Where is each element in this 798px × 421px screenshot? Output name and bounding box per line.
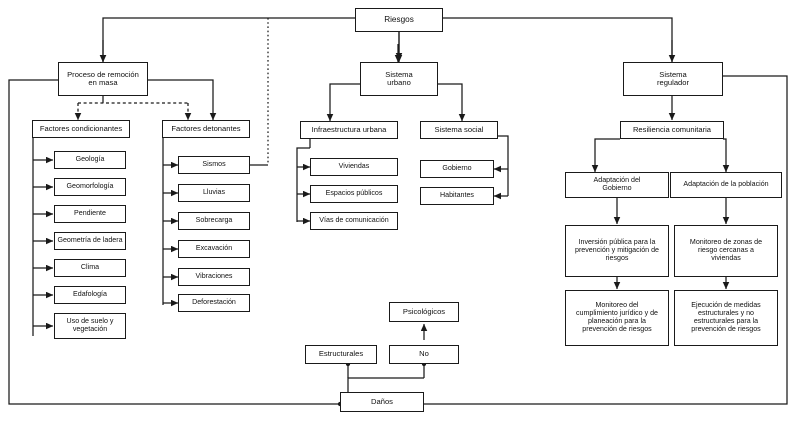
node-sistema-social-label: Sistema social [434,124,484,134]
node-condicionante-7-label: Uso de suelo y vegetación [66,317,114,333]
node-adaptacion-gobierno[interactable]: Adaptación del Gobierno [565,172,669,198]
node-ejecucion-medidas[interactable]: Ejecución de medidas estructurales y no … [674,290,778,346]
node-estructurales[interactable]: Estructurales [305,345,377,364]
node-proceso-remocion-en-masa[interactable]: Proceso de remoción en masa [58,62,148,96]
node-detonante-3-label: Sobrecarga [195,216,233,225]
node-detonante-4[interactable]: Excavación [178,240,250,258]
node-resiliencia-label: Resiliencia comunitaria [632,124,712,134]
node-condicionante-2-label: Geomorfología [66,182,114,191]
node-social-item-1-label: Gobierno [442,164,472,173]
node-infraestructura-urbana[interactable]: Infraestructura urbana [300,121,398,139]
node-psicologicos-label: Psicológicos [402,306,446,316]
node-detonante-1[interactable]: Sismos [178,156,250,174]
node-detonante-5-label: Vibraciones [195,272,233,281]
node-detonante-6-label: Deforestación [192,298,236,307]
node-infraestructura-item-2-label: Espacios públicos [325,189,383,198]
node-condicionante-6-label: Edafología [73,290,107,299]
node-condicionante-5-label: Clima [80,263,100,272]
node-monitoreo-cumplimiento-label: Monitoreo del cumplimiento jurídico y de… [575,301,658,333]
node-factores-detonantes-label: Factores detonantes [171,123,241,133]
node-condicionante-7[interactable]: Uso de suelo y vegetación [54,313,126,339]
node-social-item-1[interactable]: Gobierno [420,160,494,178]
node-condicionante-3[interactable]: Pendiente [54,205,126,223]
node-condicionante-5[interactable]: Clima [54,259,126,277]
node-infraestructura-urbana-label: Infraestructura urbana [311,124,387,134]
node-detonante-3[interactable]: Sobrecarga [178,212,250,230]
node-factores-condicionantes[interactable]: Factores condicionantes [32,120,130,138]
node-sistema-social[interactable]: Sistema social [420,121,498,139]
node-adaptacion-poblacion[interactable]: Adaptación de la población [670,172,782,198]
node-condicionante-1[interactable]: Geología [54,151,126,169]
node-condicionante-4-label: Geometría de ladera [57,236,123,245]
node-monitoreo-cumplimiento[interactable]: Monitoreo del cumplimiento jurídico y de… [565,290,669,346]
node-ejecucion-medidas-label: Ejecución de medidas estructurales y no … [691,301,761,333]
node-riesgos-label: Riesgos [384,15,414,25]
node-detonante-2-label: Lluvias [202,188,226,197]
node-psicologicos[interactable]: Psicológicos [389,302,459,322]
node-social-item-2[interactable]: Habitantes [420,187,494,205]
node-no-label: No [419,349,429,359]
node-resiliencia-comunitaria[interactable]: Resiliencia comunitaria [620,121,724,139]
node-condicionante-3-label: Pendiente [74,209,106,218]
node-condicionante-1-label: Geología [75,155,105,164]
node-sistema-urbano[interactable]: Sistema urbano [360,62,438,96]
node-detonante-4-label: Excavación [195,244,233,253]
node-detonante-5[interactable]: Vibraciones [178,268,250,286]
node-sistema-urbano-label: Sistema urbano [385,69,413,87]
node-danos-label: Daños [371,396,393,406]
node-infraestructura-item-1[interactable]: Viviendas [310,158,398,176]
node-detonante-2[interactable]: Lluvias [178,184,250,202]
node-sistema-regulador-label: Sistema regulador [656,69,690,87]
node-condicionante-6[interactable]: Edafología [54,286,126,304]
node-condicionante-2[interactable]: Geomorfología [54,178,126,196]
node-no[interactable]: No [389,345,459,364]
node-infraestructura-item-3[interactable]: Vías de comunicación [310,212,398,230]
node-danos[interactable]: Daños [340,392,424,412]
node-factores-detonantes[interactable]: Factores detonantes [162,120,250,138]
node-detonante-1-label: Sismos [202,160,226,169]
node-estructurales-label: Estructurales [318,349,364,359]
node-adaptacion-poblacion-label: Adaptación de la población [683,180,769,189]
node-infraestructura-item-3-label: Vías de comunicación [319,216,389,225]
node-inversion-publica-label: Inversión pública para la prevención y m… [575,238,659,262]
node-proceso-label: Proceso de remoción en masa [67,69,139,87]
node-social-item-2-label: Habitantes [440,191,474,200]
node-infraestructura-item-1-label: Viviendas [338,162,370,171]
node-infraestructura-item-2[interactable]: Espacios públicos [310,185,398,203]
node-riesgos[interactable]: Riesgos [355,8,443,32]
node-sistema-regulador[interactable]: Sistema regulador [623,62,723,96]
node-inversion-publica[interactable]: Inversión pública para la prevención y m… [565,225,669,277]
node-adaptacion-gobierno-label: Adaptación del Gobierno [593,176,641,192]
node-condicionante-4[interactable]: Geometría de ladera [54,232,126,250]
node-factores-condicionantes-label: Factores condicionantes [39,123,123,133]
node-detonante-6[interactable]: Deforestación [178,294,250,312]
node-monitoreo-zonas[interactable]: Monitoreo de zonas de riesgo cercanas a … [674,225,778,277]
node-monitoreo-zonas-label: Monitoreo de zonas de riesgo cercanas a … [689,238,763,262]
